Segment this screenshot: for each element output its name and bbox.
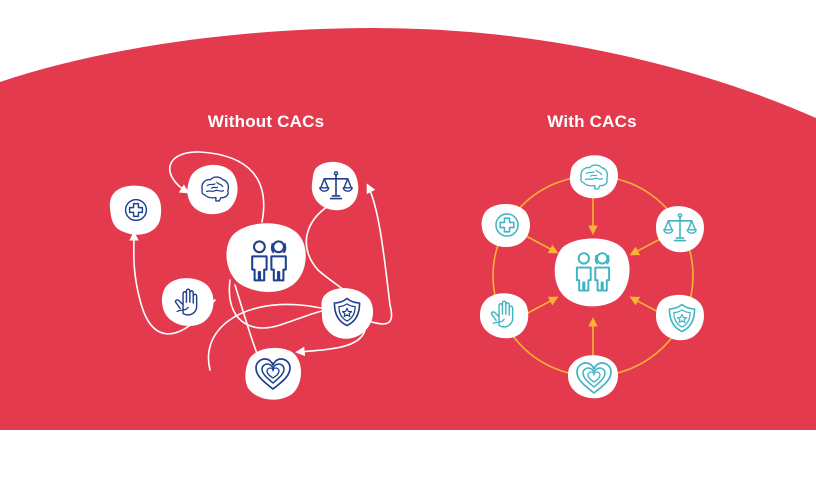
- connector-spoke: [525, 296, 559, 315]
- node-blob: [311, 161, 359, 211]
- connector-line: [169, 151, 265, 223]
- node-blob: [568, 355, 618, 399]
- node-blob: [109, 185, 162, 235]
- node-blob: [480, 293, 529, 339]
- node-blob: [569, 155, 618, 199]
- node-blob: [161, 278, 214, 327]
- node-blob: [245, 347, 301, 400]
- red-background: [0, 28, 816, 430]
- connector-spoke: [525, 235, 559, 254]
- left-diagram: [109, 151, 393, 400]
- connector-line: [129, 231, 216, 335]
- node-blob: [187, 164, 238, 215]
- right-panel-title: With CACs: [547, 112, 637, 131]
- node-blob: [554, 238, 630, 307]
- node-blob: [321, 288, 374, 339]
- node-blob: [481, 203, 530, 248]
- connector-spoke: [629, 237, 663, 256]
- connector-line: [228, 279, 331, 329]
- right-diagram: [480, 155, 704, 399]
- left-panel-title: Without CACs: [207, 112, 325, 131]
